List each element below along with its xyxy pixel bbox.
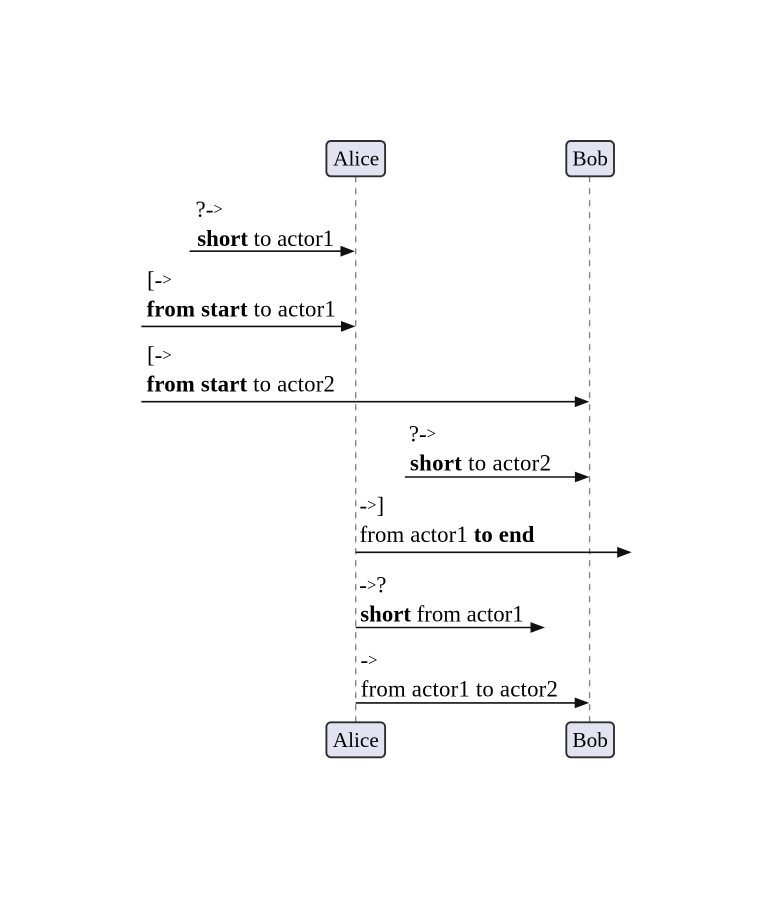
svg-text:->?: ->?	[359, 573, 386, 598]
svg-text:Bob: Bob	[572, 146, 608, 170]
svg-text:from actor1 to end: from actor1 to end	[360, 522, 535, 547]
svg-text:->: ->	[361, 648, 378, 673]
svg-text:from actor1 to actor2: from actor1 to actor2	[361, 677, 558, 702]
svg-text:->]: ->]	[360, 493, 385, 518]
svg-text:Bob: Bob	[572, 728, 608, 752]
svg-text:?->: ?->	[196, 197, 223, 222]
svg-text:[->: [->	[147, 343, 172, 368]
svg-text:short to actor2: short to actor2	[410, 450, 551, 475]
svg-text:?->: ?->	[409, 421, 436, 446]
svg-text:[->: [->	[147, 267, 172, 292]
svg-text:short from actor1: short from actor1	[360, 602, 523, 627]
svg-text:Alice: Alice	[333, 728, 379, 752]
svg-text:from start to actor1: from start to actor1	[147, 296, 336, 321]
svg-text:Alice: Alice	[333, 146, 379, 170]
svg-text:from start to actor2: from start to actor2	[147, 372, 335, 397]
svg-text:short to actor1: short to actor1	[197, 226, 334, 251]
